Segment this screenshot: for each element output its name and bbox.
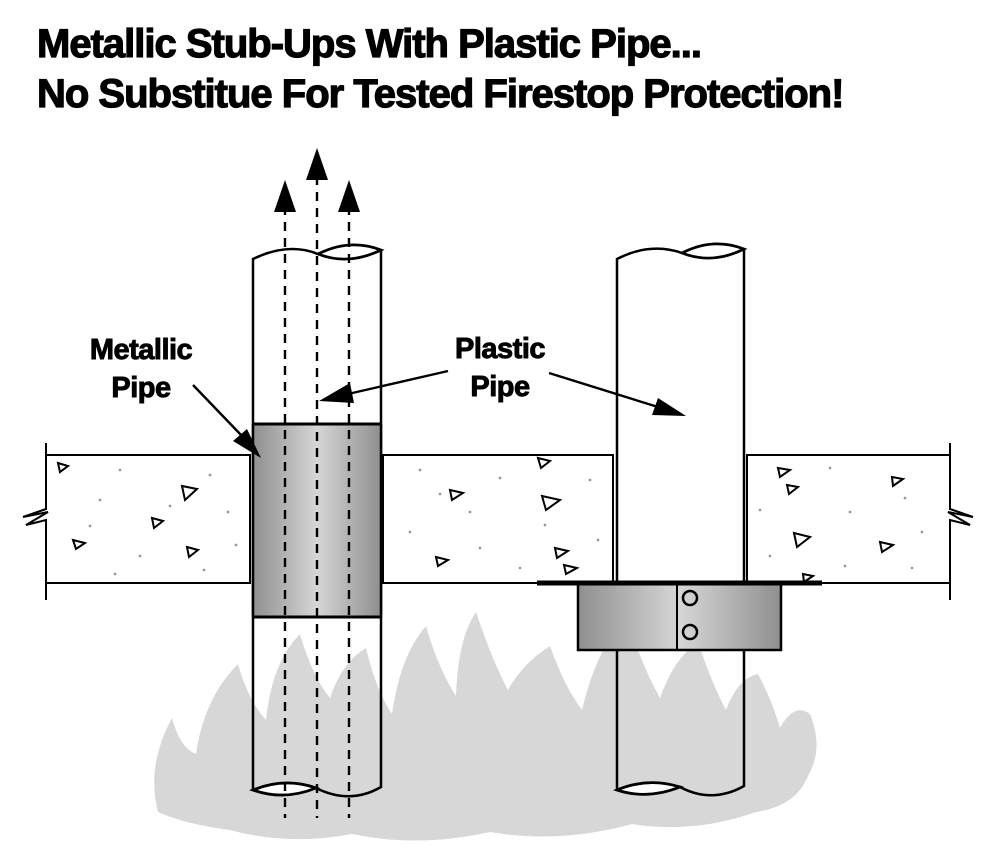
plastic-pipe-label-line2: Pipe <box>470 371 531 404</box>
metallic-pipe-label-line1: Metallic <box>89 334 193 367</box>
leader-arrow-metallic <box>192 384 261 458</box>
right-pipe <box>613 242 748 797</box>
break-symbol-left <box>22 443 49 600</box>
right-pipe-bottom-break <box>613 781 745 797</box>
metallic-pipe-label: Metallic Pipe <box>31 331 251 407</box>
title-line-1: Metallic Stub-Ups With Plastic Pipe... <box>36 21 702 66</box>
break-symbol-right <box>947 443 974 600</box>
left-pipe-top-break <box>252 243 385 261</box>
concrete-slab-right <box>746 443 974 600</box>
right-pipe-top-break <box>616 242 748 261</box>
concrete-slab-left <box>22 443 251 600</box>
leader-arrow-plastic-left <box>319 369 449 403</box>
leader-arrow-plastic-right <box>548 371 686 416</box>
collar-flange <box>537 580 822 586</box>
plastic-pipe-label-line1: Plastic <box>455 333 546 366</box>
title-line-2: No Substitue For Tested Firestop Protect… <box>36 71 845 116</box>
heat-arrows <box>274 148 360 818</box>
plastic-pipe-label: Plastic Pipe <box>390 330 610 406</box>
metal-sleeve-collar <box>537 580 822 652</box>
concrete-slab-middle <box>382 454 614 584</box>
metallic-pipe-label-line2: Pipe <box>111 372 172 405</box>
